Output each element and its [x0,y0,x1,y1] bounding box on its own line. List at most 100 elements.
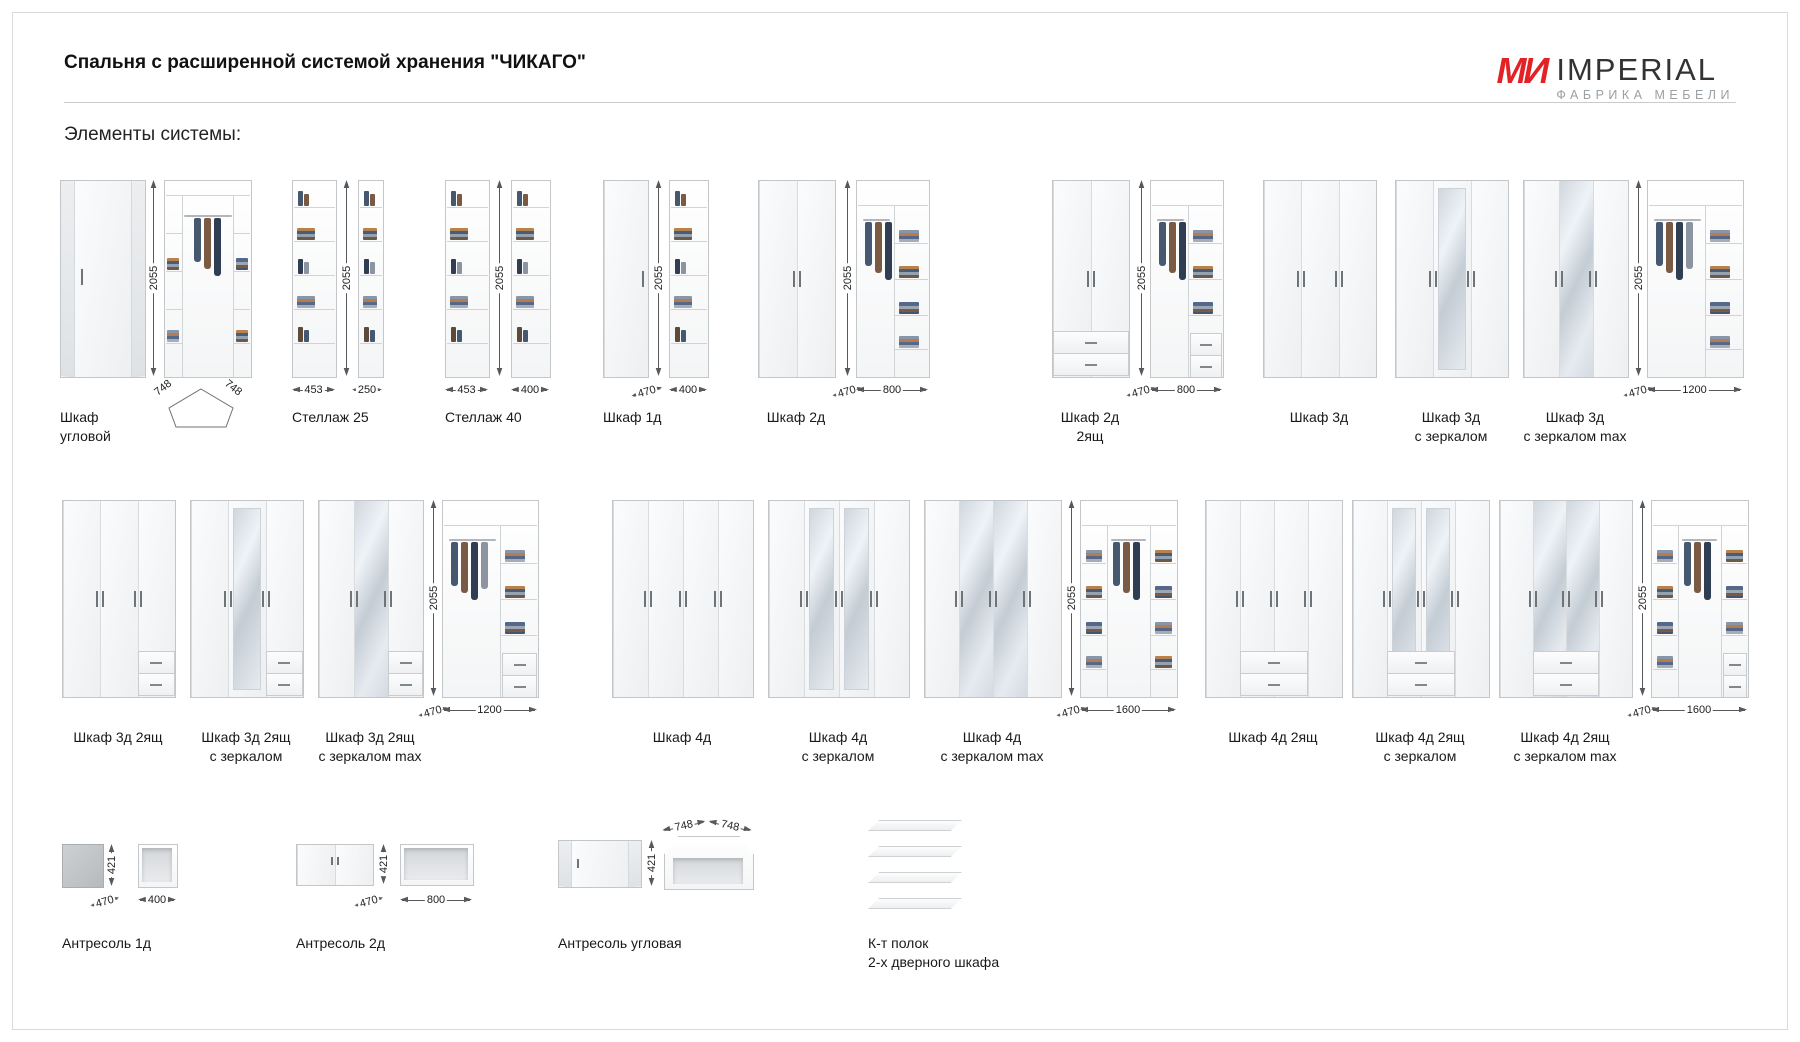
door-panel [718,501,753,697]
garment [1656,222,1663,266]
shelf-item [457,330,462,342]
dim-height: 2055 [1637,500,1649,696]
dim-width: 1200 [1647,384,1742,397]
shelf-item [675,259,680,274]
handle [679,591,681,607]
drawer-zone [1240,651,1308,696]
drawer-front [1190,355,1222,377]
door-panel [1558,181,1594,377]
door-panel [959,501,993,697]
corner-plan-view: 748 748 [144,378,256,430]
handle [133,591,136,607]
drawer-zone [1053,331,1129,376]
drawer-front [1240,651,1308,674]
dim-value: 800 [880,384,904,396]
product-name: Шкаф 1д [603,409,662,425]
dim-width: 250 [352,384,382,397]
shelf-line [166,271,182,272]
garment [1159,222,1166,266]
shelf-line [234,343,250,344]
dim-width: 400 [138,894,176,907]
card-stellazh-40: 2055 453 400 Стеллаж 40 [445,180,565,470]
clothes-stack [1193,230,1214,242]
page-title: Спальня с расширенной системой хранения … [64,52,586,73]
handle [96,591,99,607]
divider-line [894,205,896,377]
shelf-line [895,315,928,316]
handle [1417,591,1419,607]
shelf-line [1653,635,1677,636]
shelf-item [523,330,528,342]
dim-height: 2055 [653,180,665,376]
shelf-line [1706,279,1742,280]
shelf-unit-view [511,180,551,378]
garment [481,542,488,589]
garment [461,542,468,593]
wardrobe-open-view [1080,500,1178,698]
dim-value: 470 [634,383,660,401]
wardrobe-closed-view [612,500,754,698]
shelf-line [234,233,250,234]
dim-value: 1200 [475,704,504,716]
wardrobe-open-view [442,500,539,698]
garment [875,222,882,273]
handle [337,857,339,865]
shelf-plank [868,872,962,883]
wardrobe-closed-view [1052,180,1130,378]
clothes-stack [1657,586,1673,598]
shelf-line [1722,599,1747,600]
hanging-rod [449,539,496,541]
shelf-line [1653,599,1677,600]
handle [1589,271,1592,287]
wardrobe-closed-view [62,500,176,698]
shelf-item [451,259,456,274]
shelf-line [166,309,182,310]
shelf-line [1653,669,1677,670]
handle [1429,271,1432,287]
clothes-stack [1155,586,1172,598]
dim-height: 2055 [842,180,854,376]
wardrobe-open-view [1150,180,1224,378]
handle [230,591,233,607]
handle [793,271,795,287]
shelf-line [447,241,488,242]
shelf-line [1151,563,1176,564]
shelf-line [1722,563,1747,564]
handle [139,591,142,607]
clothes-stack [1710,266,1730,278]
clothes-stack [674,296,692,308]
clothes-stack [505,586,525,598]
wardrobe-closed-view [758,180,836,378]
shelf-plank [868,820,962,831]
shelf-item [451,327,456,342]
shelf-item [675,191,680,206]
hanging-rod [1110,539,1147,541]
shelf-line [671,241,707,242]
clothes-stack [450,228,468,240]
drawer-zone [265,651,303,696]
shelf-line [166,233,182,234]
handle [1466,271,1469,287]
shelf-item [517,191,522,206]
card-shkaf-4d-2yasch: Шкаф 4д 2ящ [1205,500,1350,790]
dim-height: 2055 [1136,180,1148,376]
drawer-front [1190,333,1222,356]
mirror-inset [233,508,261,690]
drawer-zone [1387,651,1455,696]
door-panel [297,845,335,885]
door-panel [1500,501,1533,697]
shelf-line [1706,315,1742,316]
handle [390,591,393,607]
hanging-rod [863,219,891,221]
dim-value: 2055 [1066,582,1078,614]
shelf-line [294,309,335,310]
drawer-zone [137,651,175,696]
shelf-unit-view [292,180,337,378]
divider-line [1677,525,1679,697]
handle [955,591,957,607]
door-panel [1524,181,1559,377]
